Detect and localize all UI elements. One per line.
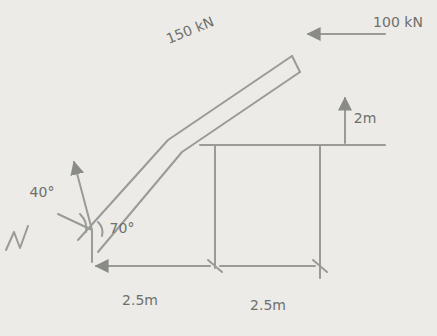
- member-end: [292, 56, 300, 72]
- load-label: 100 kN: [373, 15, 423, 29]
- angle-label: 40°: [30, 185, 55, 199]
- dimension-label: 2.5m: [250, 298, 286, 312]
- reaction-line: [91, 230, 93, 262]
- dimension-arrow: [344, 98, 346, 143]
- angle-arc: [80, 214, 86, 232]
- dimension-line: [220, 265, 315, 267]
- column-line: [319, 145, 321, 278]
- load-arrow: [308, 33, 385, 35]
- inclined-member: [78, 56, 292, 240]
- reaction-arrow: [74, 162, 92, 230]
- dimension-label: 2m: [354, 111, 377, 125]
- dimension-tick: [208, 260, 222, 272]
- column-line: [214, 145, 216, 268]
- dimension-label: 2.5m: [122, 293, 158, 307]
- beam-line: [200, 144, 385, 146]
- dimension-tick: [313, 260, 327, 272]
- angle-arc: [98, 222, 103, 236]
- support-symbol: [6, 226, 28, 250]
- dimension-line: [96, 265, 210, 267]
- inclined-member: [98, 72, 300, 252]
- load-label: 150 kN: [164, 14, 215, 46]
- angle-label: 70°: [110, 221, 135, 235]
